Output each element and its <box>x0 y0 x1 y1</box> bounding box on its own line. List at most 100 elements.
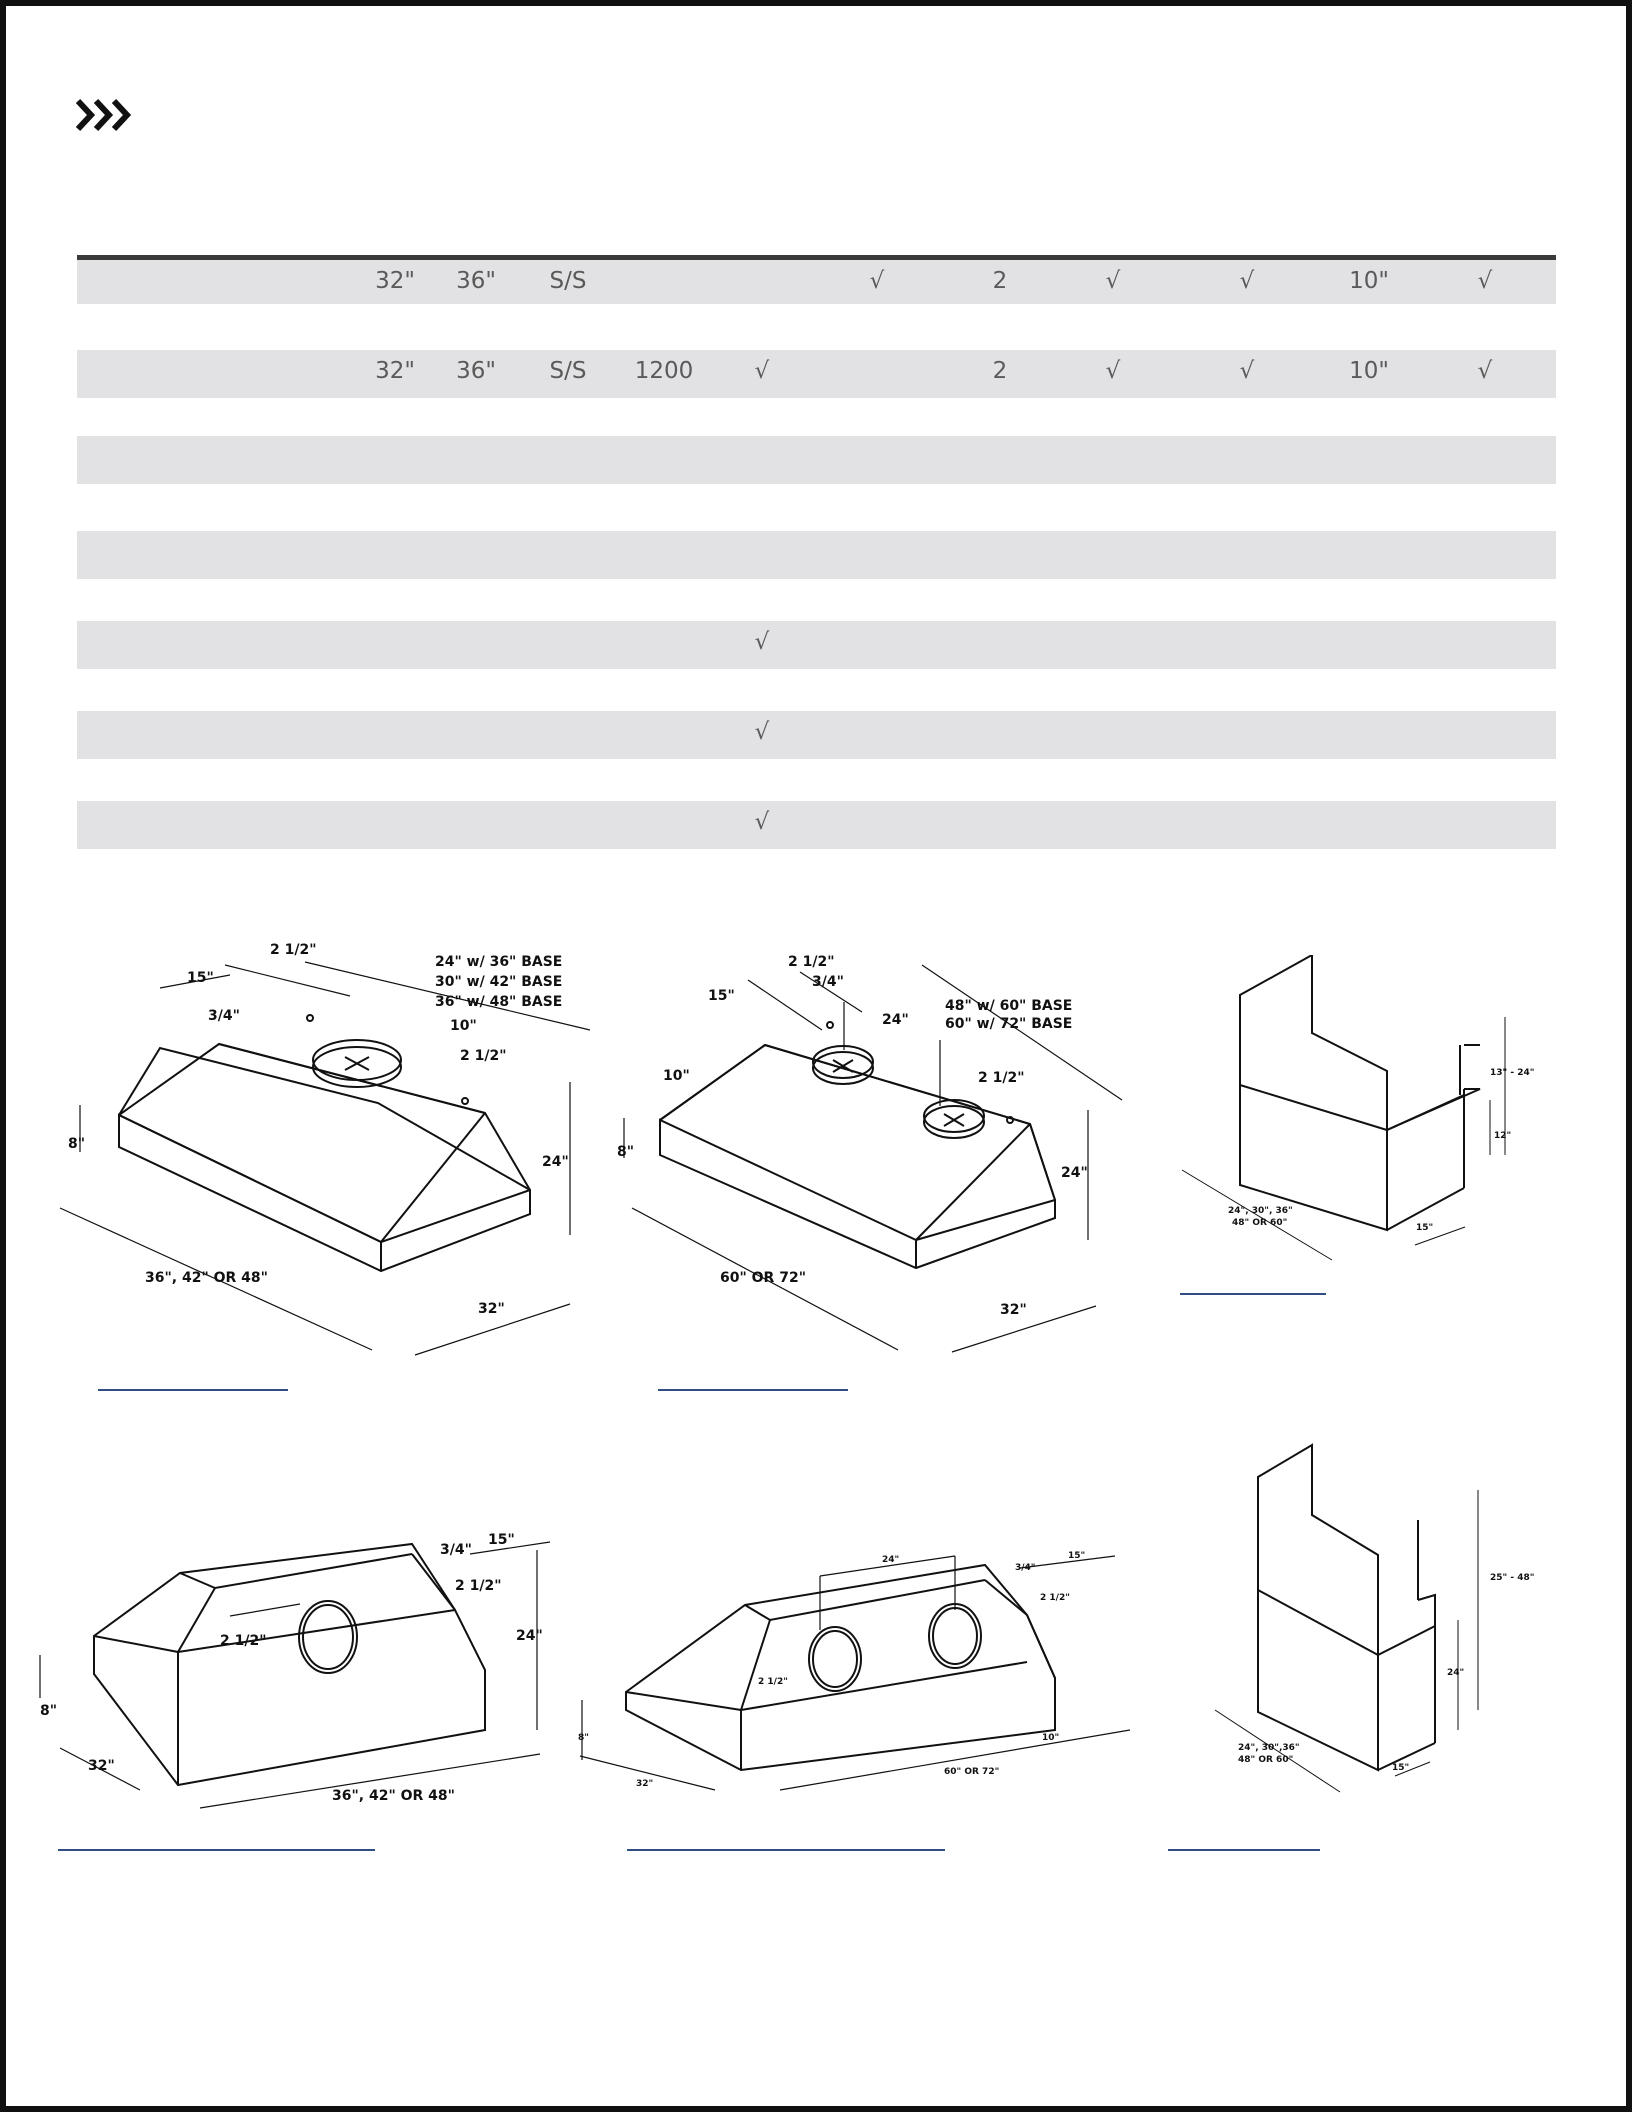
table-cell: S/S <box>549 358 587 384</box>
hood-drawing-3-caption-rule <box>58 1849 375 1851</box>
triple-chevron-icon <box>76 98 132 132</box>
chimney-drawing-1: 13" - 24" 12" 24", 30", 36" 48" OR 60" 1… <box>1160 955 1540 1285</box>
svg-text:24", 30",36": 24", 30",36" <box>1238 1743 1300 1753</box>
svg-text:3/4": 3/4" <box>208 1008 240 1024</box>
table-cell: √ <box>1477 268 1493 294</box>
svg-text:2 1/2": 2 1/2" <box>220 1633 267 1649</box>
table-row: √ <box>77 711 1556 759</box>
table-cell: √ <box>1105 358 1121 384</box>
table-cell: √ <box>1239 358 1255 384</box>
svg-text:15": 15" <box>1392 1763 1409 1773</box>
svg-text:24": 24" <box>1061 1165 1088 1181</box>
svg-text:24", 30", 36": 24", 30", 36" <box>1228 1206 1293 1216</box>
svg-text:24": 24" <box>1447 1668 1464 1678</box>
svg-text:32": 32" <box>636 1779 653 1789</box>
svg-text:2 1/2": 2 1/2" <box>758 1677 788 1687</box>
svg-text:2 1/2": 2 1/2" <box>460 1048 507 1064</box>
table-cell: 2 <box>992 268 1008 294</box>
svg-text:10": 10" <box>1042 1733 1059 1743</box>
table-cell: 32" <box>375 268 415 294</box>
svg-text:24": 24" <box>542 1154 569 1170</box>
svg-text:24" w/ 36" BASE: 24" w/ 36" BASE <box>435 954 562 970</box>
svg-text:12": 12" <box>1494 1131 1511 1141</box>
svg-text:2 1/2": 2 1/2" <box>788 954 835 970</box>
svg-text:48" w/ 60" BASE: 48" w/ 60" BASE <box>945 998 1072 1014</box>
svg-text:15": 15" <box>1068 1551 1085 1561</box>
svg-text:8": 8" <box>40 1703 57 1719</box>
svg-text:60" OR 72": 60" OR 72" <box>720 1270 806 1286</box>
svg-text:8": 8" <box>578 1733 589 1743</box>
table-cell: √ <box>754 719 770 745</box>
svg-text:24": 24" <box>516 1628 543 1644</box>
table-row <box>77 304 1556 348</box>
svg-text:15": 15" <box>187 970 214 986</box>
table-row <box>77 531 1556 579</box>
table-cell: 32" <box>375 358 415 384</box>
svg-text:32": 32" <box>478 1301 505 1317</box>
svg-text:30" w/ 42" BASE: 30" w/ 42" BASE <box>435 974 562 990</box>
svg-text:36", 42" OR 48": 36", 42" OR 48" <box>145 1270 268 1286</box>
svg-text:36" w/ 48" BASE: 36" w/ 48" BASE <box>435 994 562 1010</box>
hood-drawing-4-caption-rule <box>627 1849 945 1851</box>
svg-text:15": 15" <box>708 988 735 1004</box>
hood-drawing-3: 3/4" 15" 2 1/2" 2 1/2" 24" 8" 32" 36", 4… <box>30 1520 590 1840</box>
table-row: 32" 36" S/S √ 2 √ √ 10" √ <box>77 260 1556 304</box>
svg-text:2 1/2": 2 1/2" <box>978 1070 1025 1086</box>
svg-text:3/4": 3/4" <box>812 974 844 990</box>
svg-text:13" - 24": 13" - 24" <box>1490 1068 1534 1078</box>
svg-text:32": 32" <box>88 1758 115 1774</box>
hood-drawing-1: 2 1/2" 15" 3/4" 24" w/ 36" BASE 30" w/ 4… <box>40 920 600 1360</box>
table-cell: √ <box>1105 268 1121 294</box>
svg-text:48" OR 60": 48" OR 60" <box>1238 1755 1293 1765</box>
table-row: √ <box>77 621 1556 669</box>
table-cell: √ <box>754 358 770 384</box>
chimney-drawing-2: 25" - 48" 24" 24", 30",36" 48" OR 60" 15… <box>1160 1440 1540 1820</box>
table-cell: 36" <box>456 358 496 384</box>
table-cell: 1200 <box>634 358 694 384</box>
svg-text:10": 10" <box>663 1068 690 1084</box>
table-cell: 36" <box>456 268 496 294</box>
table-top-rule <box>77 255 1556 260</box>
svg-text:8": 8" <box>68 1136 85 1152</box>
table-cell: √ <box>754 629 770 655</box>
table-cell: 2 <box>992 358 1008 384</box>
table-row <box>77 436 1556 484</box>
table-cell: S/S <box>549 268 587 294</box>
chimney-drawing-2-caption-rule <box>1168 1849 1320 1851</box>
svg-text:25" - 48": 25" - 48" <box>1490 1573 1534 1583</box>
svg-text:32": 32" <box>1000 1302 1027 1318</box>
svg-text:3/4": 3/4" <box>440 1542 472 1558</box>
table-row <box>77 482 1556 522</box>
svg-text:15": 15" <box>1416 1223 1433 1233</box>
svg-text:24": 24" <box>882 1555 899 1565</box>
table-row <box>77 396 1556 436</box>
hood-drawing-4: 24" 3/4" 15" 2 1/2" 2 1/2" 10" 8" 32" 60… <box>570 1520 1130 1840</box>
svg-text:2 1/2": 2 1/2" <box>455 1578 502 1594</box>
hood-drawing-1-caption-rule <box>98 1389 288 1391</box>
table-cell: √ <box>869 268 885 294</box>
table-row: √ <box>77 801 1556 849</box>
svg-text:60" OR 72": 60" OR 72" <box>944 1767 999 1777</box>
svg-text:24": 24" <box>882 1012 909 1028</box>
svg-text:2 1/2": 2 1/2" <box>270 942 317 958</box>
hood-drawing-2-caption-rule <box>658 1389 848 1391</box>
svg-text:3/4": 3/4" <box>1015 1563 1036 1573</box>
table-row <box>77 667 1556 707</box>
table-cell: √ <box>754 809 770 835</box>
table-cell: √ <box>1477 358 1493 384</box>
table-row <box>77 756 1556 796</box>
svg-text:10": 10" <box>450 1018 477 1034</box>
svg-text:8": 8" <box>617 1144 634 1160</box>
svg-text:2 1/2": 2 1/2" <box>1040 1593 1070 1603</box>
table-cell: 10" <box>1349 358 1389 384</box>
table-row <box>77 576 1556 616</box>
table-row: 32" 36" S/S 1200 √ 2 √ √ 10" √ <box>77 350 1556 398</box>
svg-text:48" OR 60": 48" OR 60" <box>1232 1218 1287 1228</box>
svg-text:60" w/ 72" BASE: 60" w/ 72" BASE <box>945 1016 1072 1032</box>
svg-text:36", 42" OR 48": 36", 42" OR 48" <box>332 1788 455 1804</box>
svg-text:15": 15" <box>488 1532 515 1548</box>
table-cell: √ <box>1239 268 1255 294</box>
table-cell: 10" <box>1349 268 1389 294</box>
chimney-drawing-1-caption-rule <box>1180 1293 1326 1295</box>
